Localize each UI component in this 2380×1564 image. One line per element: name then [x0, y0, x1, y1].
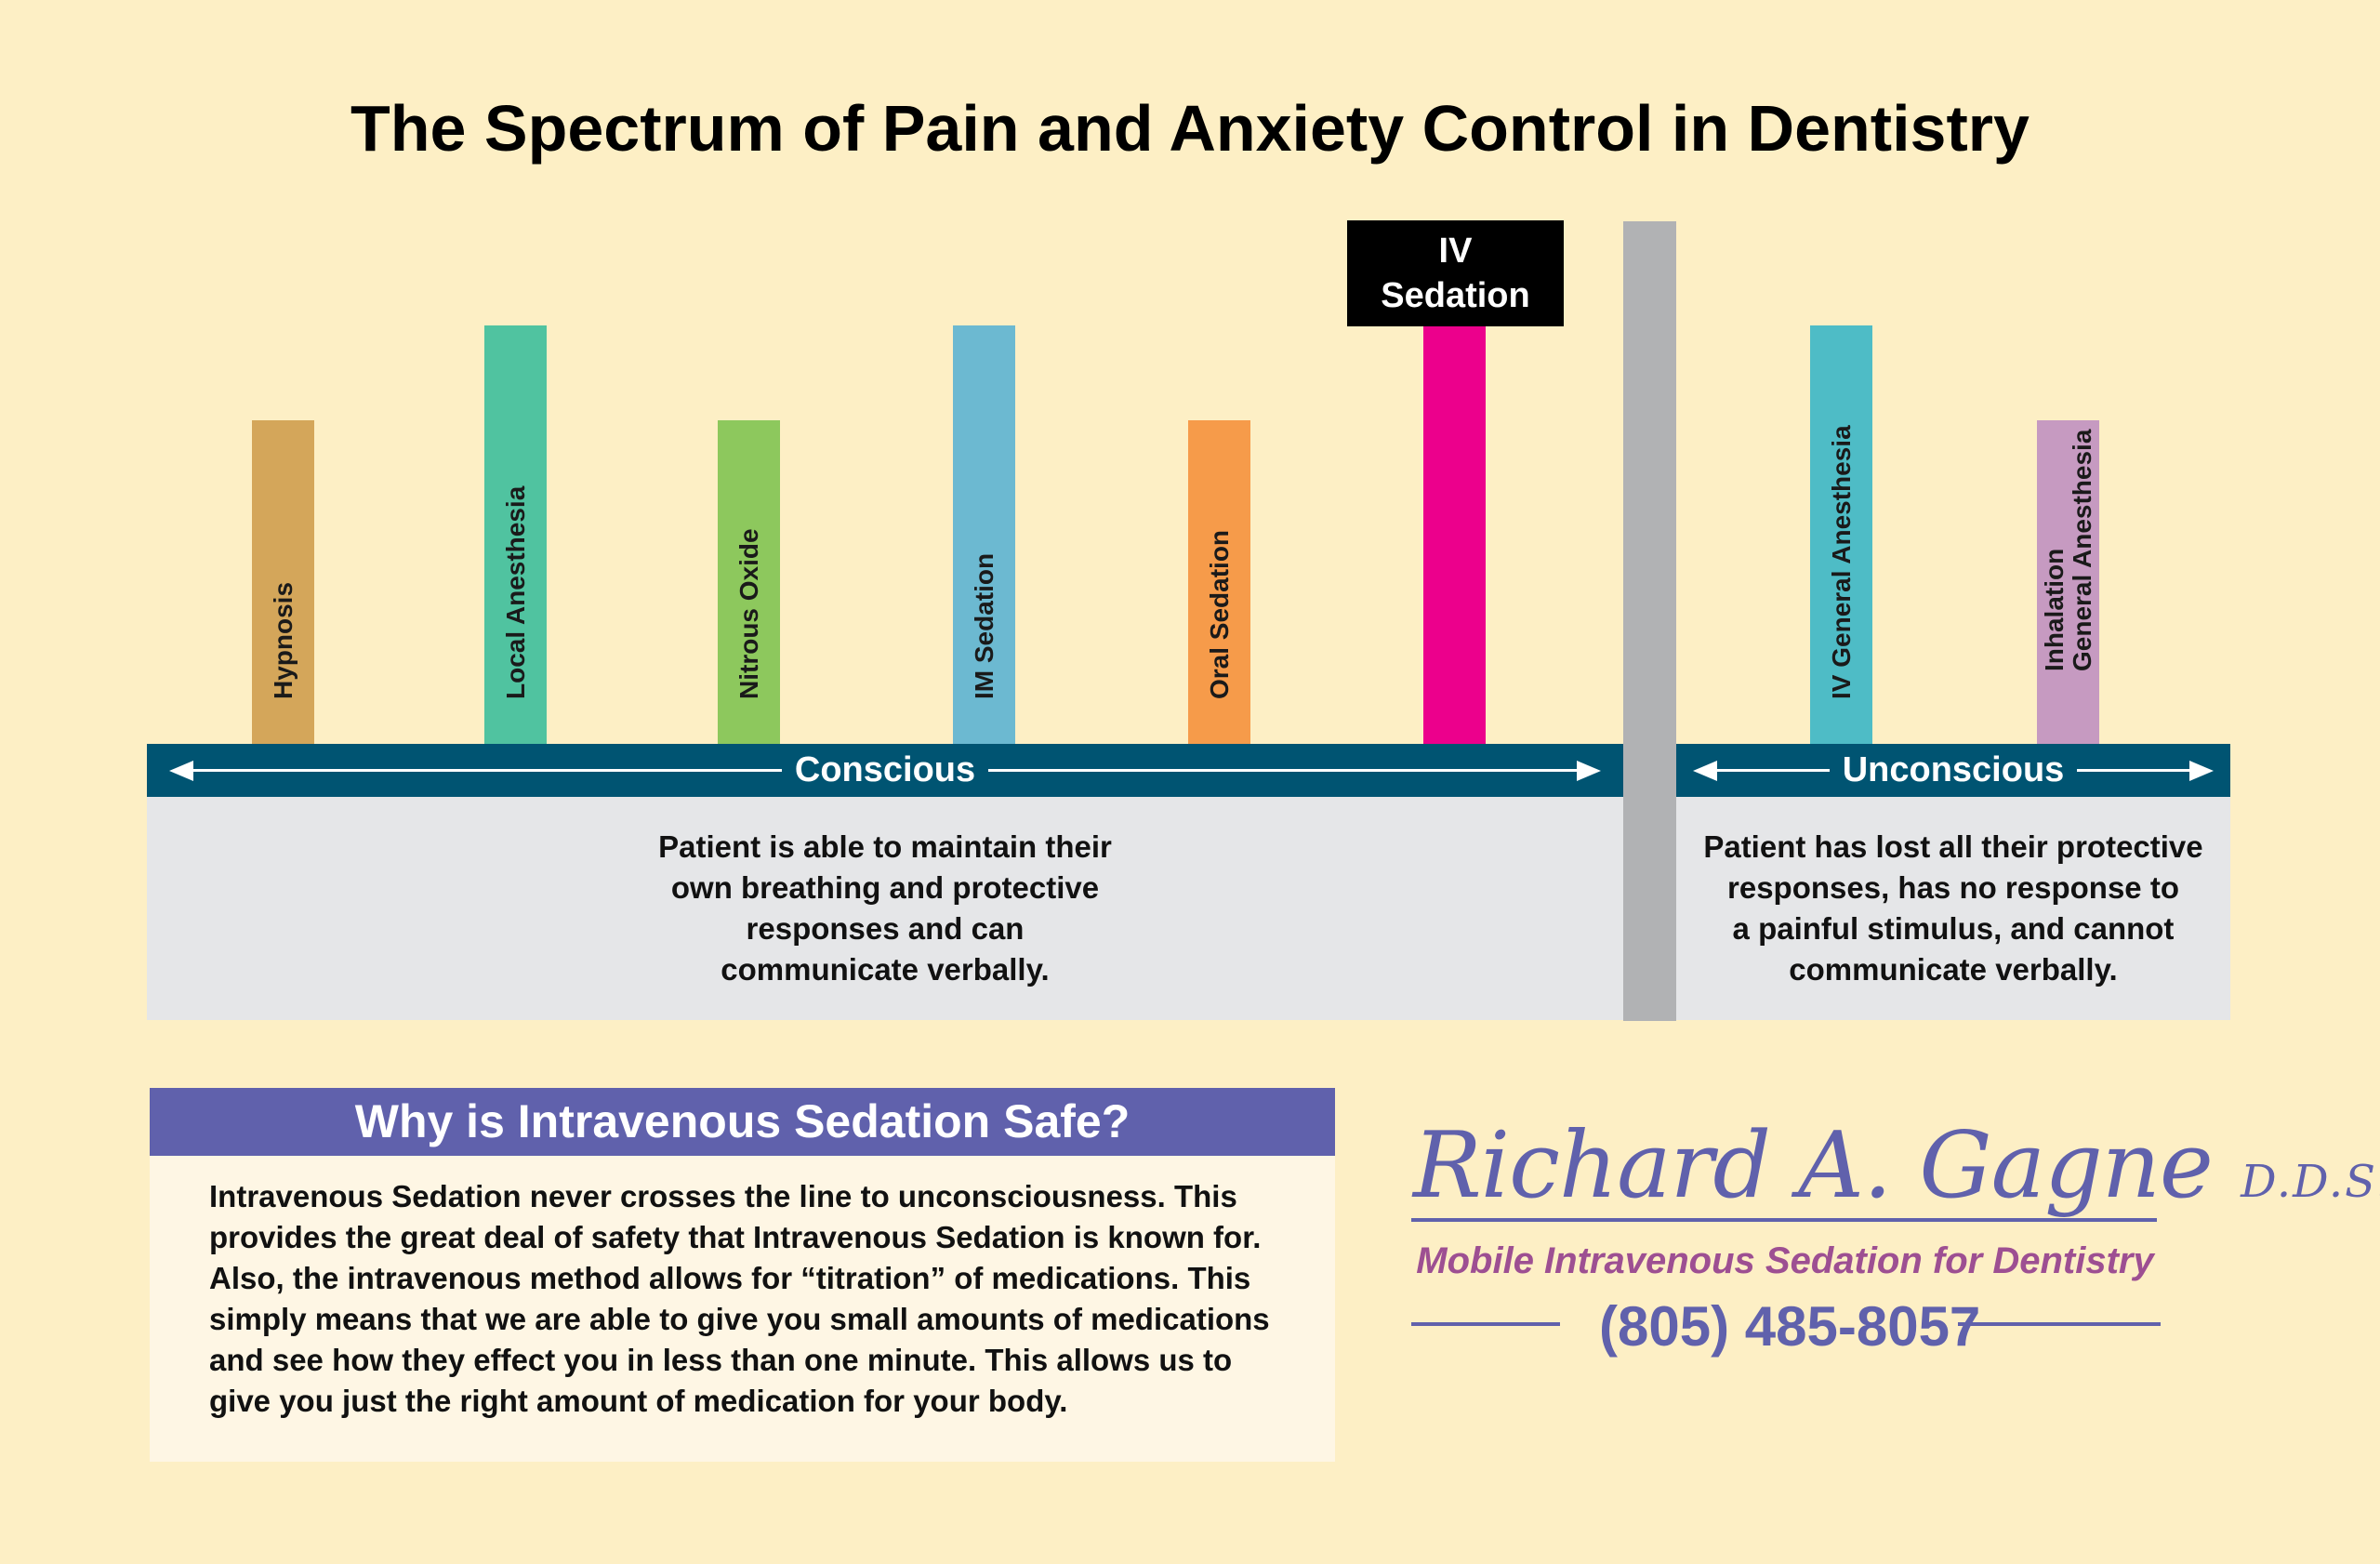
bar-label-oral-sedation: Oral Sedation [1204, 529, 1234, 699]
bar-hypnosis: Hypnosis [252, 420, 314, 744]
arrow-left-icon [169, 760, 193, 781]
why-body: Intravenous Sedation never crosses the l… [150, 1156, 1335, 1462]
doctor-tagline: Mobile Intravenous Sedation for Dentistr… [1416, 1240, 2154, 1281]
iv-callout-line2: Sedation [1381, 276, 1530, 315]
conscious-line: own breathing and protective [670, 870, 1100, 905]
arrow-right-icon [2189, 760, 2215, 781]
bar-oral-sedation: Oral Sedation [1188, 420, 1250, 744]
bar-label-im-sedation: IM Sedation [969, 552, 998, 699]
why-line: give you just the right amount of medica… [209, 1384, 1068, 1418]
phone-rule-left [1411, 1322, 1560, 1326]
bar-label-nitrous-oxide: Nitrous Oxide [734, 528, 763, 699]
unconscious-line: Patient has lost all their protective [1703, 829, 2203, 864]
phone-number: (805) 485-8057 [1599, 1295, 1981, 1358]
signature-rule [1411, 1218, 2157, 1222]
why-line: simply means that we are able to give yo… [209, 1302, 1270, 1336]
unconscious-label: Unconscious [1842, 750, 2065, 789]
unconscious-description: Patient has lost all their protective re… [1676, 797, 2230, 1020]
why-line: Intravenous Sedation never crosses the l… [209, 1179, 1237, 1213]
phone-rule-right [1958, 1322, 2161, 1326]
consciousness-divider [1623, 221, 1676, 1021]
unconscious-band: Unconscious [1676, 744, 2230, 797]
doctor-name: Richard A. Gagne [1413, 1113, 2214, 1219]
arrow-shaft [988, 769, 1577, 772]
conscious-description: Patient is able to maintain their own br… [147, 797, 1623, 1020]
bar-label-hypnosis: Hypnosis [268, 581, 298, 699]
conscious-line: responses and can [746, 911, 1025, 946]
unconscious-line: communicate verbally. [1789, 952, 2118, 987]
bar-nitrous-oxide: Nitrous Oxide [718, 420, 780, 744]
arrow-shaft [1717, 769, 1830, 772]
why-line: and see how they effect you in less than… [209, 1343, 1233, 1377]
why-heading: Why is Intravenous Sedation Safe? [150, 1088, 1335, 1156]
arrow-right-icon [1577, 760, 1601, 781]
bar-iv-sedation [1423, 260, 1486, 744]
arrow-shaft [193, 769, 782, 772]
bar-label-iv-general-anesthesia: IV General Anesthesia [1826, 425, 1856, 699]
bar-label-local-anesthesia: Local Anesthesia [500, 485, 530, 699]
page-title: The Spectrum of Pain and Anxiety Control… [350, 92, 2030, 165]
unconscious-line: a painful stimulus, and cannot [1732, 911, 2175, 946]
conscious-band: Conscious [147, 744, 1623, 797]
conscious-line: communicate verbally. [721, 952, 1050, 987]
doctor-signature: Richard A. Gagne D.D.S. [1413, 1113, 2380, 1219]
bar-im-sedation: IM Sedation [953, 325, 1015, 744]
arrow-left-icon [1693, 760, 1717, 781]
doctor-credential: D.D.S. [2241, 1156, 2380, 1208]
why-line: provides the great deal of safety that I… [209, 1220, 1262, 1254]
conscious-line: Patient is able to maintain their [658, 829, 1112, 864]
why-line: Also, the intravenous method allows for … [209, 1261, 1251, 1295]
bar-iv-general-anesthesia: IV General Anesthesia [1810, 325, 1872, 744]
bar-local-anesthesia: Local Anesthesia [484, 325, 547, 744]
conscious-label: Conscious [794, 750, 976, 789]
arrow-shaft [2077, 769, 2190, 772]
iv-callout-line1: IV [1438, 232, 1473, 271]
iv-sedation-callout: IV Sedation [1347, 220, 1564, 326]
unconscious-line: responses, has no response to [1727, 870, 2179, 905]
